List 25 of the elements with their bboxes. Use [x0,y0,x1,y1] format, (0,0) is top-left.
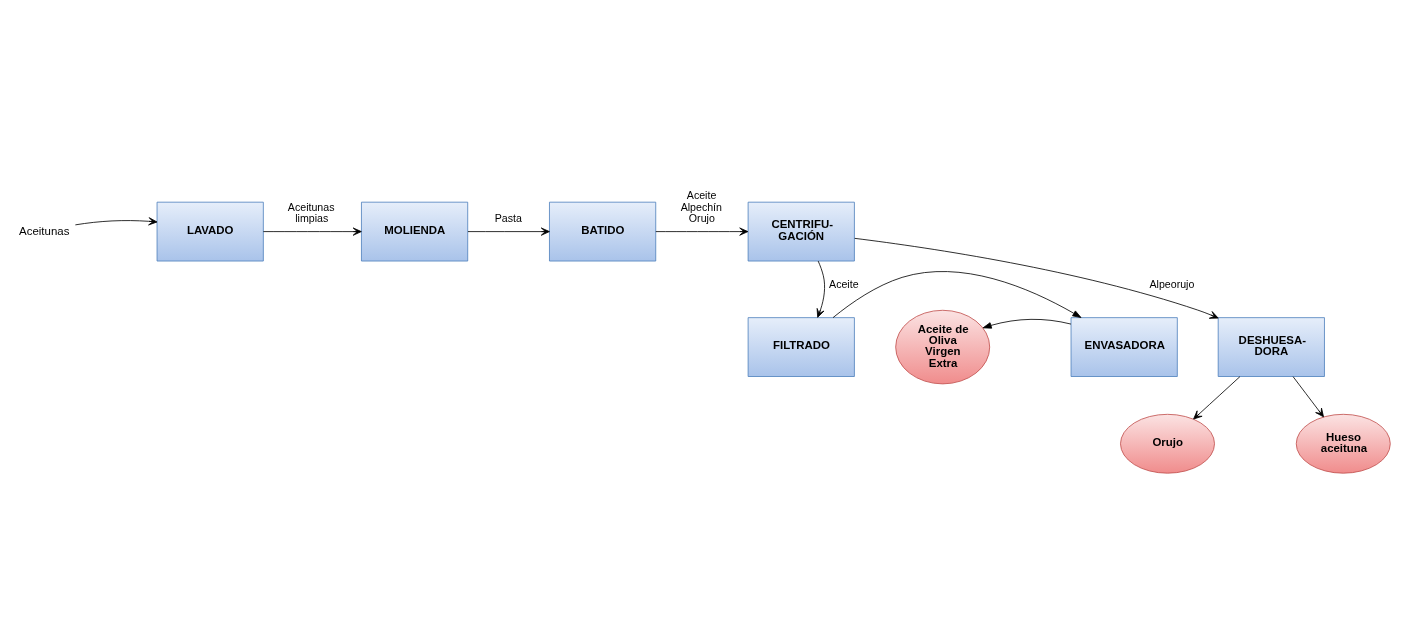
arrow [854,237,1219,319]
node-ellipse: Orujo [1120,413,1215,474]
edge-label: Alpeorujo [1149,278,1195,291]
arrow [1292,376,1324,418]
node-ellipse: Hueso aceituna [1295,413,1391,474]
node-box: DESHUESA- DORA [1217,317,1325,377]
node-box: CENTRIFU- GACIÓN [747,201,855,262]
arrow [982,318,1072,329]
edge-label: Aceitunas limpias [287,200,335,225]
arrow [655,227,749,236]
arrow [832,271,1082,318]
arrow [467,227,550,236]
edge-label: Aceite [829,278,859,291]
arrow [816,260,825,318]
node-box: LAVADO [156,201,264,262]
arrow [1193,376,1241,420]
node-box: MOLIENDA [361,201,469,262]
node-box: ENVASADORA [1070,317,1178,377]
edge-label: Aceite Alpechín Orujo [680,189,722,225]
arrow [262,227,362,236]
node-box: FILTRADO [747,317,855,377]
node-box: BATIDO [549,201,657,262]
edge-label: Pasta [494,212,522,225]
arrow [74,217,158,226]
node-text: Aceitunas [19,224,70,237]
